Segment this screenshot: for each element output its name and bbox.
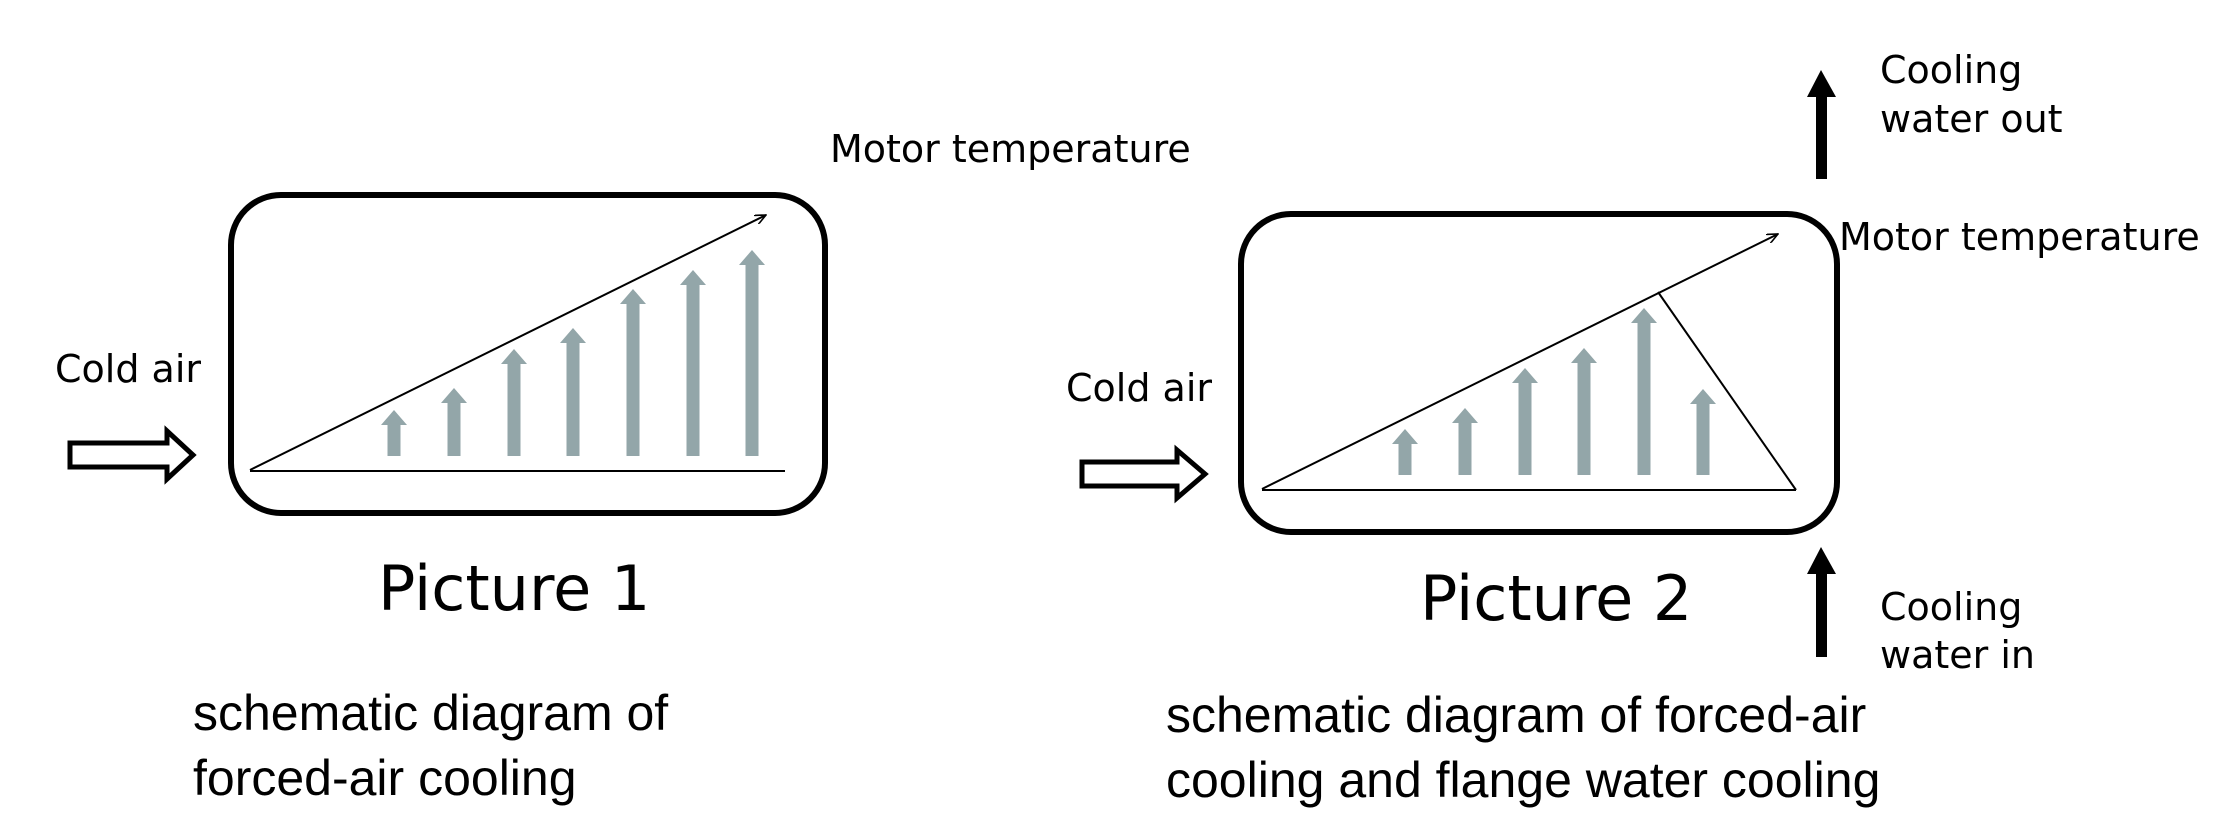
picture-2-heat-arrow-icon-5 xyxy=(1631,308,1657,475)
picture-2-cooling-water-in-line-1: Cooling xyxy=(1880,585,2022,629)
picture-2-heat-arrow-icon-2 xyxy=(1452,408,1478,475)
picture-1-caption-line-1: schematic diagram of xyxy=(193,685,668,741)
picture-2-heat-arrows xyxy=(1392,308,1716,475)
picture-2-caption-line-2: cooling and flange water cooling xyxy=(1166,752,1880,808)
picture-2-cooling-water-out-line-2: water out xyxy=(1880,97,2063,141)
picture-1-caption-line-2: forced-air cooling xyxy=(193,750,577,806)
picture-1-heat-arrow-icon-1 xyxy=(381,410,407,456)
picture-1-heat-arrow-icon-6 xyxy=(680,270,706,456)
picture-2-caption-line-1: schematic diagram of forced-air xyxy=(1166,687,1866,743)
picture-2-flange-cooling-edge xyxy=(1657,291,1797,491)
picture-2-cold-air-arrow-icon xyxy=(1079,444,1209,504)
picture-1-heat-arrow-icon-2 xyxy=(441,388,467,456)
picture-1-motor-temperature-label: Motor temperature xyxy=(830,127,1191,171)
picture-2-cooling-water-out-arrow-icon xyxy=(1807,70,1836,179)
picture-1-heat-arrow-icon-4 xyxy=(560,328,586,456)
picture-1-heat-arrow-icon-7 xyxy=(739,250,765,456)
picture-1-heat-arrow-icon-3 xyxy=(501,349,527,456)
picture-2-heat-arrow-icon-6 xyxy=(1690,389,1716,475)
picture-1-title: Picture 1 xyxy=(378,552,650,625)
picture-1-heat-arrow-icon-5 xyxy=(620,289,646,456)
picture-2-temperature-trend-arrow xyxy=(1261,233,1778,490)
picture-2-heat-arrow-icon-3 xyxy=(1512,368,1538,475)
picture-1-motor-housing xyxy=(228,192,828,516)
picture-2-heat-arrow-icon-1 xyxy=(1392,429,1418,475)
picture-1-cold-air-label: Cold air xyxy=(55,347,201,391)
picture-2-group: Cold air Motor temperature Cooling water… xyxy=(1066,48,2200,808)
picture-1-group: Cold air Motor temperature Picture 1 sch… xyxy=(55,127,1191,806)
picture-2-heat-arrow-icon-4 xyxy=(1571,348,1597,475)
picture-1-temperature-trend-arrow xyxy=(249,214,766,471)
picture-1-cold-air-arrow-icon xyxy=(67,425,197,485)
picture-2-cooling-water-in-line-2: water in xyxy=(1880,633,2035,677)
picture-2-motor-housing xyxy=(1238,211,1840,535)
picture-1-heat-arrows xyxy=(381,250,765,456)
picture-2-cooling-water-out-line-1: Cooling xyxy=(1880,48,2022,92)
picture-2-cooling-water-in-arrow-icon xyxy=(1807,547,1836,657)
picture-2-motor-temperature-label: Motor temperature xyxy=(1839,215,2200,259)
picture-2-cold-air-label: Cold air xyxy=(1066,366,1212,410)
picture-2-title: Picture 2 xyxy=(1420,562,1692,635)
